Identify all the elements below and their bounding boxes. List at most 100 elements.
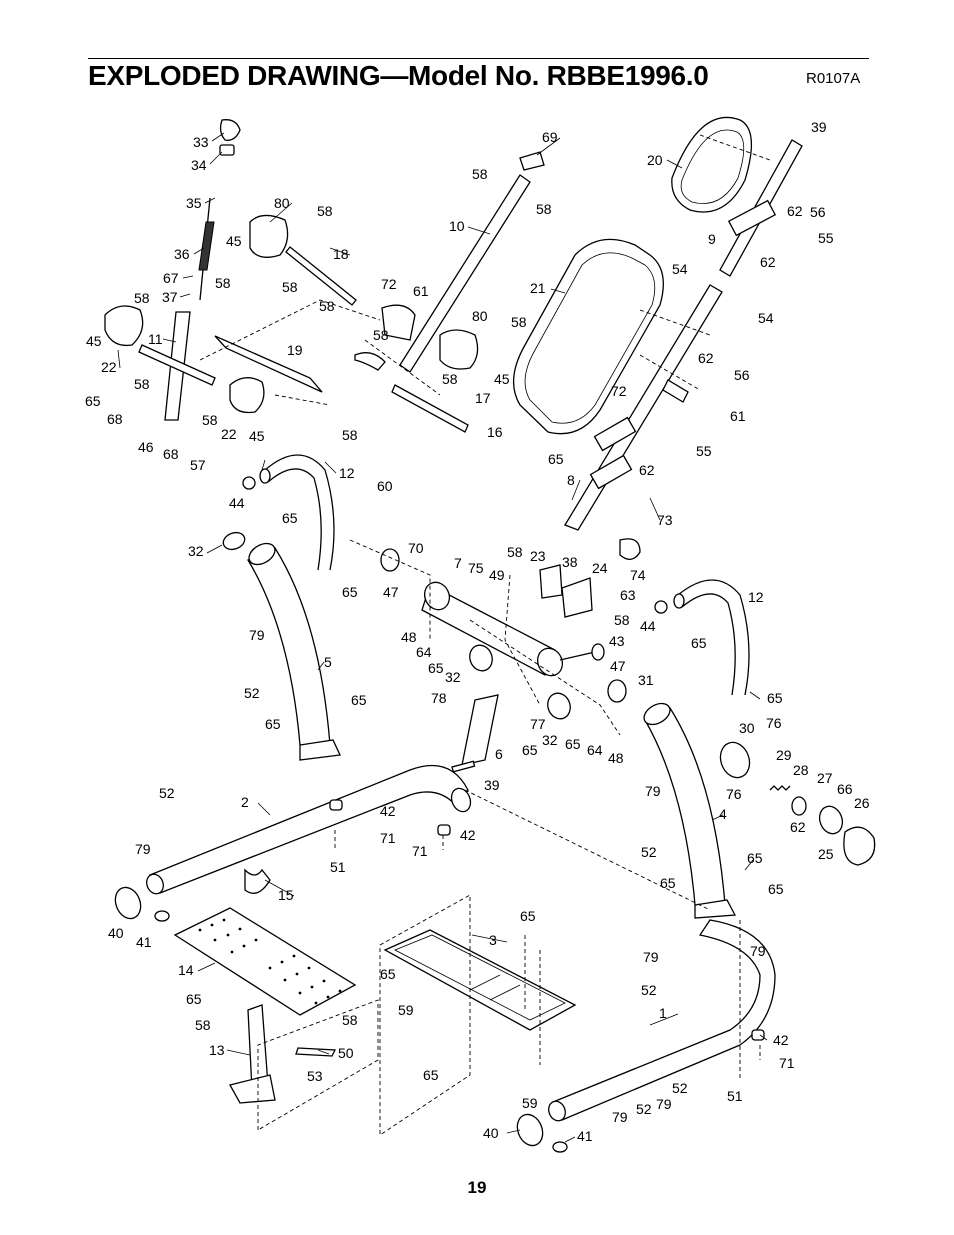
callout-label: 79 [656,1096,672,1112]
callout-label: 4 [719,806,727,822]
part-frame-tube-1 [552,919,776,1121]
callout-label: 8 [567,472,575,488]
callout-label: 58 [373,327,389,343]
callout-label: 70 [408,540,424,556]
part-post-6 [461,694,499,766]
callout-label: 65 [548,451,564,467]
callout-label: 43 [609,633,625,649]
callout-label: 65 [691,635,707,651]
callout-label: 17 [475,390,491,406]
callout-label: 62 [760,254,776,270]
callout-label: 23 [530,548,546,564]
callout-label: 62 [698,350,714,366]
leader-lines [117,132,768,1143]
callout-label: 75 [468,560,484,576]
callout-label: 71 [380,830,396,846]
callout-label: 45 [249,428,265,444]
callout-label: 65 [768,881,784,897]
callout-label: 74 [630,567,646,583]
callout-label: 53 [307,1068,323,1084]
callout-label: 69 [542,129,558,145]
callout-label: 66 [837,781,853,797]
callout-label: 12 [339,465,355,481]
callout-label: 80 [274,195,290,211]
footrest-holes [198,918,342,1005]
callout-label: 32 [445,669,461,685]
callout-label: 65 [767,690,783,706]
callout-label: 52 [641,844,657,860]
callout-label: 46 [138,439,154,455]
callout-label: 14 [178,962,194,978]
callout-label: 18 [333,246,349,262]
callout-label: 78 [431,690,447,706]
callout-label: 55 [696,443,712,459]
part-handlebar-12-left [264,454,335,571]
callout-label: 12 [748,589,764,605]
callout-label: 39 [811,119,827,135]
callout-label: 15 [278,887,294,903]
callout-label: 42 [773,1032,789,1048]
callout-label: 32 [542,732,558,748]
callout-label: 79 [612,1109,628,1125]
callout-label: 47 [610,658,626,674]
callout-label: 65 [351,692,367,708]
callout-label: 49 [489,567,505,583]
callout-label: 65 [380,966,396,982]
callout-label: 65 [747,850,763,866]
part-stabilizer-3 [383,929,577,1031]
part-seat-80-b [439,329,479,370]
callout-label: 48 [608,750,624,766]
callout-label: 5 [324,654,332,670]
callout-label: 58 [282,279,298,295]
header-rule [88,58,869,59]
callout-label: 71 [412,843,428,859]
callout-label: 65 [186,991,202,1007]
callout-label: 62 [639,462,655,478]
callout-label: 56 [734,367,750,383]
callout-label: 31 [638,672,654,688]
callout-label: 27 [817,770,833,786]
callout-label: 79 [249,627,265,643]
part-shaft-10 [399,174,531,373]
callout-label: 56 [810,204,826,220]
callout-label: 20 [647,152,663,168]
callout-label: 2 [241,794,249,810]
callout-label: 22 [101,359,117,375]
callout-label: 65 [265,716,281,732]
callout-label: 58 [511,314,527,330]
callout-label: 39 [484,777,500,793]
callout-label: 35 [186,195,202,211]
part-backpad-21 [512,238,664,435]
callout-label: 45 [226,233,242,249]
callout-label: 79 [645,783,661,799]
callout-label: 28 [793,762,809,778]
callout-label: 41 [136,934,152,950]
callout-label: 58 [536,201,552,217]
callout-label: 64 [416,644,432,660]
callout-label: 40 [108,925,124,941]
part-frame-tube-2 [149,764,469,894]
callout-label: 72 [381,276,397,292]
callout-label: 64 [587,742,603,758]
callout-label: 13 [209,1042,225,1058]
part-upright-5 [247,547,331,746]
callout-label: 54 [672,261,688,277]
callout-label: 65 [342,584,358,600]
callout-label: 42 [460,827,476,843]
callout-label: 10 [449,218,465,234]
callout-label: 67 [163,270,179,286]
callout-label: 47 [383,584,399,600]
callout-label: 59 [522,1095,538,1111]
callout-label: 79 [135,841,151,857]
callout-label: 65 [282,510,298,526]
part-headrest-20 [671,116,753,213]
callout-label: 51 [727,1088,743,1104]
callout-label: 52 [641,982,657,998]
callout-label: 30 [739,720,755,736]
callout-label: 72 [611,383,627,399]
callout-label: 80 [472,308,488,324]
callout-label: 52 [672,1080,688,1096]
callout-label: 26 [854,795,870,811]
callout-label: 57 [190,457,206,473]
